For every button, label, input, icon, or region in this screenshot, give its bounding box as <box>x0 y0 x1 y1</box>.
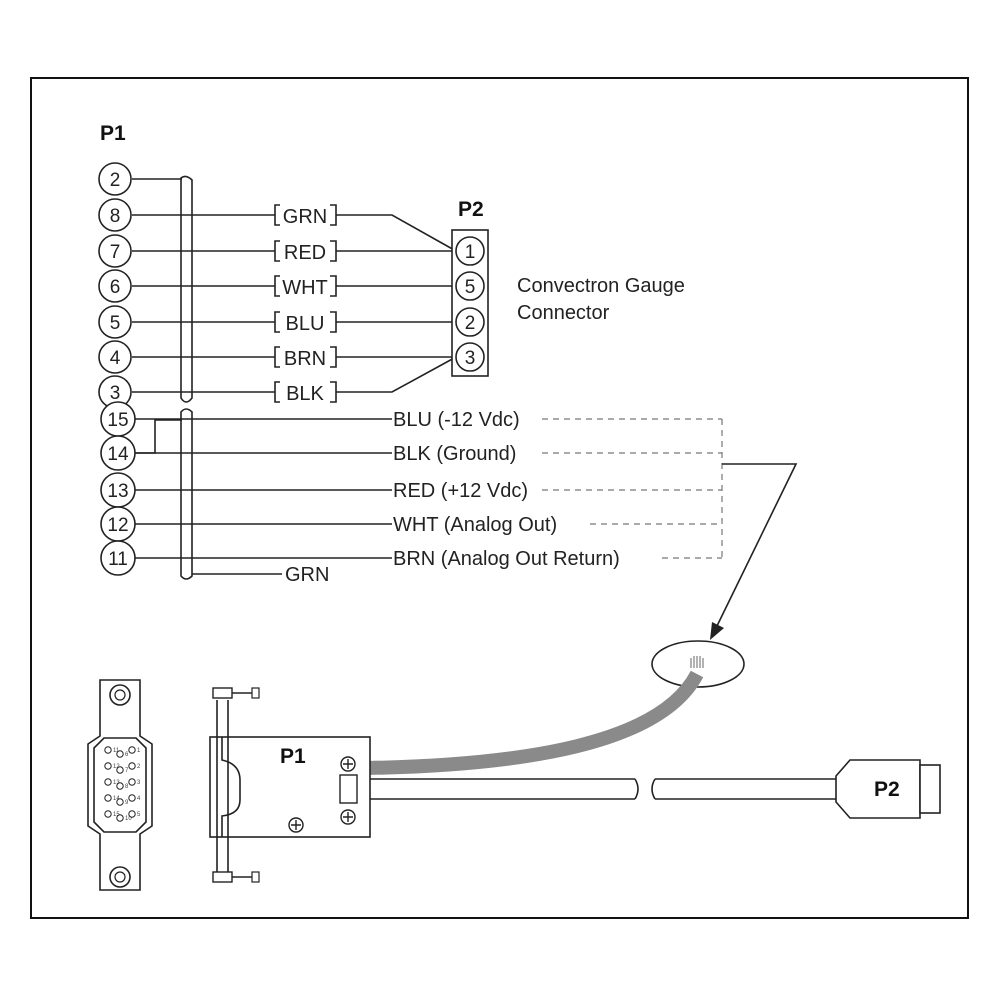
dsub-pin-number: 9 <box>125 800 129 806</box>
p1-pin-number: 14 <box>107 444 129 465</box>
p2-pin-number: 2 <box>465 313 476 334</box>
dsub-pin-hole <box>128 794 136 802</box>
dsub-pin-hole <box>104 810 112 818</box>
wire-end-callout <box>651 640 745 688</box>
p1-connector-body: P1 <box>209 687 371 883</box>
dsub-pin-number: 1 <box>137 748 141 754</box>
p2-pin-number: 1 <box>465 242 476 263</box>
wire-color-label: GRN <box>283 206 327 228</box>
dsub-pin-hole <box>128 762 136 770</box>
p1-pin-number: 8 <box>110 206 121 227</box>
lower-shield <box>180 408 193 580</box>
upper-shield <box>180 175 193 403</box>
dsub-pin-hole <box>116 814 124 822</box>
p1-pin-circle <box>98 340 132 374</box>
analog-wire-label: BRN (Analog Out Return) <box>393 548 620 570</box>
p1-pin-circle <box>98 198 132 232</box>
dsub-pin-number: 7 <box>125 768 129 774</box>
dsub-pin-hole <box>104 778 112 786</box>
p1-pin-circle <box>98 234 132 268</box>
p1-pin-circle <box>100 540 136 576</box>
dsub-pin-number: 15 <box>113 812 120 818</box>
analog-wire-lines <box>132 418 798 640</box>
p2-heading: P2 <box>458 198 484 221</box>
dsub-pin-hole <box>104 762 112 770</box>
gauge-wire-lines <box>132 178 457 403</box>
analog-wire-label: BLK (Ground) <box>393 443 516 465</box>
dsub-pin-number: 8 <box>125 784 129 790</box>
gauge-wire-colors: GRN RED WHT BLU BRN BLK <box>282 206 328 405</box>
dsub-pin-number: 3 <box>137 780 141 786</box>
p1-heading: P1 <box>100 122 126 145</box>
p1-upper-pins: 2 8 7 6 5 4 3 <box>98 162 132 409</box>
analog-wire-label: BLU (-12 Vdc) <box>393 409 520 431</box>
dsub-pin-hole <box>116 798 124 806</box>
dsub-pin-number: 4 <box>137 796 141 802</box>
gauge-connector-label-line1: Convectron Gauge <box>517 275 685 297</box>
p1-body-label: P1 <box>280 745 306 768</box>
p2-pin-circle <box>455 342 485 372</box>
dsub-pin-hole <box>104 794 112 802</box>
p1-pin-number: 2 <box>110 170 121 191</box>
analog-wire-labels: BLU (-12 Vdc) BLK (Ground) RED (+12 Vdc)… <box>285 409 620 586</box>
p1-pin-circle <box>98 162 132 196</box>
p1-pin-circle <box>98 305 132 339</box>
dsub-pin-number: 13 <box>113 780 120 786</box>
wire-color-label: BLK <box>286 383 324 405</box>
dsub-pin-hole <box>128 810 136 818</box>
dsub-pin-hole <box>116 782 124 790</box>
p2-pin-circle <box>455 307 485 337</box>
p1-pin-number: 7 <box>110 242 121 263</box>
p1-pin-number: 4 <box>110 348 121 369</box>
p1-pin-number: 11 <box>108 549 128 570</box>
dsub-pin-number: 11 <box>113 748 120 754</box>
p2-pin-number: 5 <box>465 277 476 298</box>
diagram-frame <box>30 77 969 919</box>
cable-clamp <box>339 774 358 804</box>
dsub-pin-number: 10 <box>125 816 132 822</box>
gauge-connector-label-line2: Connector <box>517 302 610 324</box>
dsub-pin-hole <box>128 746 136 754</box>
dsub-pin-number: 12 <box>113 764 120 770</box>
p1-pin-number: 3 <box>110 383 121 404</box>
p1-pin-number: 15 <box>107 410 128 431</box>
dsub-pin-hole <box>104 746 112 754</box>
p1-pin-number: 12 <box>107 515 128 536</box>
dsub-pin-number: 2 <box>137 764 141 770</box>
drain-wire-label: GRN <box>285 564 329 586</box>
p1-lower-pins: 15 14 13 12 11 <box>100 401 136 576</box>
p2-body-label: P2 <box>874 778 900 801</box>
analog-wire-label: WHT (Analog Out) <box>393 514 557 536</box>
dsub-pin-number: 5 <box>137 812 141 818</box>
p2-gauge-connector: 1 5 2 3 <box>451 229 489 377</box>
dsub-pin-hole <box>116 750 124 758</box>
p1-pin-circle <box>98 269 132 303</box>
p1-pin-number: 5 <box>110 313 121 334</box>
wire-color-label: WHT <box>282 277 328 299</box>
p1-pin-number: 6 <box>110 277 121 298</box>
dsub-pin-number: 6 <box>125 752 129 758</box>
analog-cable <box>367 670 704 775</box>
wire-color-label: BLU <box>286 313 325 335</box>
p2-pin-number: 3 <box>465 348 476 369</box>
wire-color-label: RED <box>284 242 326 264</box>
dsub-pin-hole <box>116 766 124 774</box>
main-cable <box>316 778 836 800</box>
dsub-pin-hole <box>128 778 136 786</box>
p2-pin-circle <box>455 271 485 301</box>
p2-pin-circle <box>455 236 485 266</box>
wire-color-label: BRN <box>284 348 326 370</box>
p2-end-connector: P2 <box>835 759 941 819</box>
p1-pin-number: 13 <box>107 481 128 502</box>
analog-wire-label: RED (+12 Vdc) <box>393 480 528 502</box>
p1-pin-circle <box>100 435 136 471</box>
dsub-pin-number: 14 <box>113 796 120 802</box>
